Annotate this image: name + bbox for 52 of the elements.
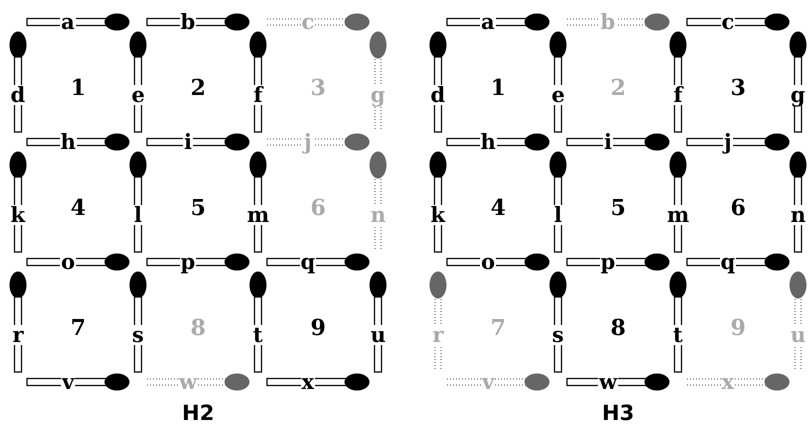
cell-number: 5	[610, 197, 626, 219]
matchstick-letter: n	[790, 205, 807, 225]
matchstick-letter: f	[672, 85, 684, 105]
matchstick-letter: l	[553, 205, 563, 225]
cell-number: 3	[730, 77, 746, 99]
cell-number: 5	[190, 197, 206, 219]
matchstick-letter: g	[370, 85, 386, 105]
grid-caption: H3	[602, 402, 634, 424]
matchstick-letter: m	[246, 205, 270, 225]
cell-number: 2	[190, 77, 206, 99]
cell-number: 2	[610, 77, 626, 99]
cell-number: 7	[70, 317, 86, 339]
matchstick-letter: i	[603, 132, 613, 152]
cell-number: 3	[310, 77, 326, 99]
matchstick-letter: k	[430, 205, 446, 225]
matchstick-letter: s	[551, 325, 565, 345]
matchstick-letter: r	[432, 325, 445, 345]
matchstick-letter: s	[131, 325, 145, 345]
matchstick-letter: r	[12, 325, 25, 345]
matchstick-letter: n	[370, 205, 387, 225]
matchstick-letter: f	[252, 85, 264, 105]
matchstick-letter: k	[10, 205, 26, 225]
matchstick-letter: j	[303, 132, 313, 152]
matchstick-letter: e	[550, 85, 566, 105]
cell-number: 6	[730, 197, 746, 219]
cell-number: 8	[190, 317, 206, 339]
matchstick-letter: t	[672, 325, 684, 345]
cell-number: 9	[310, 317, 326, 339]
cell-number: 4	[70, 197, 86, 219]
cell-number: 4	[490, 197, 506, 219]
matchstick-letter: m	[666, 205, 690, 225]
matchstick-letter: g	[790, 85, 806, 105]
matchstick-letter: b	[600, 12, 616, 32]
cell-number: 1	[490, 77, 506, 99]
cell-number: 9	[730, 317, 746, 339]
matchstick-letter: e	[130, 85, 146, 105]
matchstick-letter: t	[252, 325, 264, 345]
matchstick-letter: d	[430, 85, 446, 105]
cell-number: 7	[490, 317, 506, 339]
cell-number: 1	[70, 77, 86, 99]
matchstick-letter: i	[183, 132, 193, 152]
matchstick-letter: d	[10, 85, 26, 105]
cell-number: 8	[610, 317, 626, 339]
matchstick-letter: h	[60, 132, 77, 152]
matchstick-letter: j	[723, 132, 733, 152]
matchstick-letter: u	[790, 325, 807, 345]
matchstick-letter: b	[180, 12, 196, 32]
grid-caption: H2	[182, 402, 214, 424]
matchstick-letter: l	[133, 205, 143, 225]
matchstick-letter: u	[370, 325, 387, 345]
matchstick-letter: h	[480, 132, 497, 152]
cell-number: 6	[310, 197, 326, 219]
